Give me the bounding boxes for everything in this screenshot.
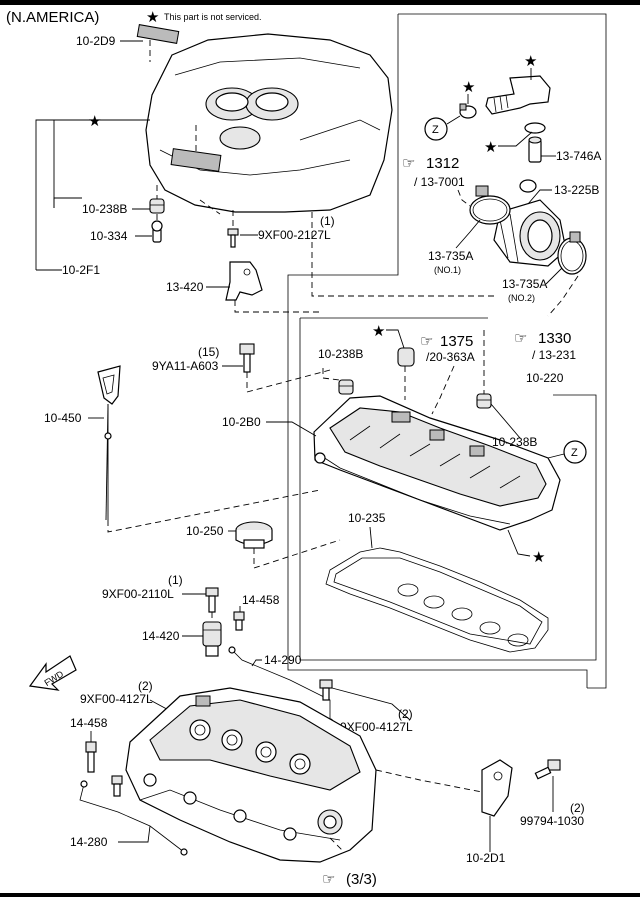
label-9YA11-A603-qty: (15) xyxy=(198,345,219,359)
bolt-9YA11-A603 xyxy=(239,343,255,373)
bolt-lower-left xyxy=(111,775,123,797)
label-13-735A-no1-note: (NO.1) xyxy=(434,265,461,275)
fwd-arrow-icon: FWD xyxy=(28,655,77,691)
plug-14-458-upper xyxy=(233,611,245,631)
z-marker-top xyxy=(424,117,448,141)
ref-1312-number: 1312 xyxy=(426,155,459,172)
label-10-450: 10-450 xyxy=(44,411,82,425)
intake-group-frame xyxy=(398,13,607,689)
label-9XF00-2127L: 9XF00-2127L xyxy=(258,228,331,242)
ref-1312-sub: / 13-7001 xyxy=(414,175,465,189)
label-10-2F1: 10-2F1 xyxy=(62,263,100,277)
label-10-250: 10-250 xyxy=(186,524,224,538)
label-10-2D9: 10-2D9 xyxy=(76,34,116,48)
gasket-10-235 xyxy=(325,547,549,653)
grommet-10-238B-left xyxy=(338,379,354,395)
bolt-9XF00-4127L-right xyxy=(319,679,333,701)
star-grommet-icon: ★ xyxy=(372,323,385,340)
ref-1312-icon: ☞ xyxy=(402,155,415,172)
grommet-10-238B-right xyxy=(476,393,492,409)
star-cover-lower-icon: ★ xyxy=(532,549,545,566)
legend-text: This part is not serviced. xyxy=(164,12,262,22)
ref-page-icon: ☞ xyxy=(322,871,335,888)
label-9XF00-2110L-qty: (1) xyxy=(168,573,183,587)
star-hose-icon: ★ xyxy=(524,53,537,70)
bracket-10-2D1 xyxy=(481,759,513,817)
label-9XF00-4127L-right-qty: (2) xyxy=(398,707,413,721)
label-9XF00-2110L: 9XF00-2110L xyxy=(102,587,174,601)
label-14-420: 14-420 xyxy=(142,629,180,643)
label-9XF00-4127L-right: 9XF00-4127L xyxy=(340,720,413,734)
grommet-pcv xyxy=(397,347,415,367)
cylinder-head xyxy=(125,687,377,863)
bracket-13-420 xyxy=(225,261,263,301)
pipe-14-280 xyxy=(79,780,188,856)
engine-cover xyxy=(145,33,393,213)
bolt-99794-1030 xyxy=(534,759,561,780)
z-marker-right xyxy=(563,440,587,464)
svg-text:Z: Z xyxy=(571,447,578,459)
label-10-238B-right: 10-238B xyxy=(492,435,537,449)
star-cover-icon: ★ xyxy=(88,113,101,130)
ref-page-label: (3/3) xyxy=(346,871,377,888)
bottom-rule xyxy=(0,893,640,897)
cover-pad xyxy=(136,24,180,44)
label-14-280: 14-280 xyxy=(70,835,108,849)
label-14-458-upper: 14-458 xyxy=(242,593,280,607)
region-label: (N.AMERICA) xyxy=(6,9,99,26)
star-clamp-icon: ★ xyxy=(462,79,475,96)
label-99794-1030: 99794-1030 xyxy=(520,814,584,828)
clamp-mid xyxy=(519,179,537,193)
clamp-small xyxy=(459,103,477,119)
label-13-746A: 13-746A xyxy=(556,149,601,163)
label-10-235: 10-235 xyxy=(348,511,386,525)
bolt-9XF00-2110L xyxy=(205,587,219,613)
ref-1375-sub: /20-363A xyxy=(426,350,475,364)
ref-1330-icon: ☞ xyxy=(514,330,527,347)
label-13-735A-no1: 13-735A xyxy=(428,249,473,263)
label-10-2B0: 10-2B0 xyxy=(222,415,261,429)
bolt-9XF00-2127L xyxy=(227,228,239,248)
ref-1375-icon: ☞ xyxy=(420,333,433,350)
ref-1330-sub: / 13-231 xyxy=(532,348,576,362)
oil-cap-10-250 xyxy=(235,521,273,549)
label-9YA11-A603: 9YA11-A603 xyxy=(152,359,219,373)
label-10-2D1: 10-2D1 xyxy=(466,851,506,865)
fitting-13-746A xyxy=(524,122,546,163)
label-9XF00-2127L-qty: (1) xyxy=(320,214,335,228)
label-13-225B: 13-225B xyxy=(554,183,599,197)
label-14-458-lower: 14-458 xyxy=(70,716,108,730)
label-9XF00-4127L-left-qty: (2) xyxy=(138,679,153,693)
label-13-420: 13-420 xyxy=(166,280,204,294)
label-10-220: 10-220 xyxy=(526,371,564,385)
label-10-238B-cover: 10-238B xyxy=(82,202,127,216)
clamp-13-735A-no2 xyxy=(557,231,587,275)
label-10-238B-left: 10-238B xyxy=(318,347,363,361)
star-fitting-icon: ★ xyxy=(484,139,497,156)
label-99794-1030-qty: (2) xyxy=(570,801,585,815)
svg-text:Z: Z xyxy=(432,124,439,136)
label-10-334: 10-334 xyxy=(90,229,128,243)
ref-1330-number: 1330 xyxy=(538,330,571,347)
cylinder-head-cover-frame xyxy=(299,318,597,661)
dipstick-10-450 xyxy=(97,365,121,521)
label-13-735A-no2: 13-735A xyxy=(502,277,547,291)
clamp-13-735A-no1 xyxy=(469,185,511,225)
label-13-735A-no2-note: (NO.2) xyxy=(508,293,535,303)
plug-14-458-lower xyxy=(85,741,97,773)
grommet-10-238B-cover xyxy=(149,198,165,214)
stud-10-334 xyxy=(151,220,163,243)
star-legend-icon: ★ xyxy=(146,9,159,26)
label-9XF00-4127L-left: 9XF00-4127L xyxy=(80,692,153,706)
cylinder-head-cover-10-2B0 xyxy=(313,395,561,531)
ref-1375-number: 1375 xyxy=(440,333,473,350)
top-rule xyxy=(0,0,640,5)
label-14-290: 14-290 xyxy=(264,653,302,667)
intake-group-frame-left xyxy=(287,14,588,688)
duct-13-225B xyxy=(493,199,567,267)
hose-top xyxy=(485,75,551,115)
ocv-14-420 xyxy=(202,621,222,657)
